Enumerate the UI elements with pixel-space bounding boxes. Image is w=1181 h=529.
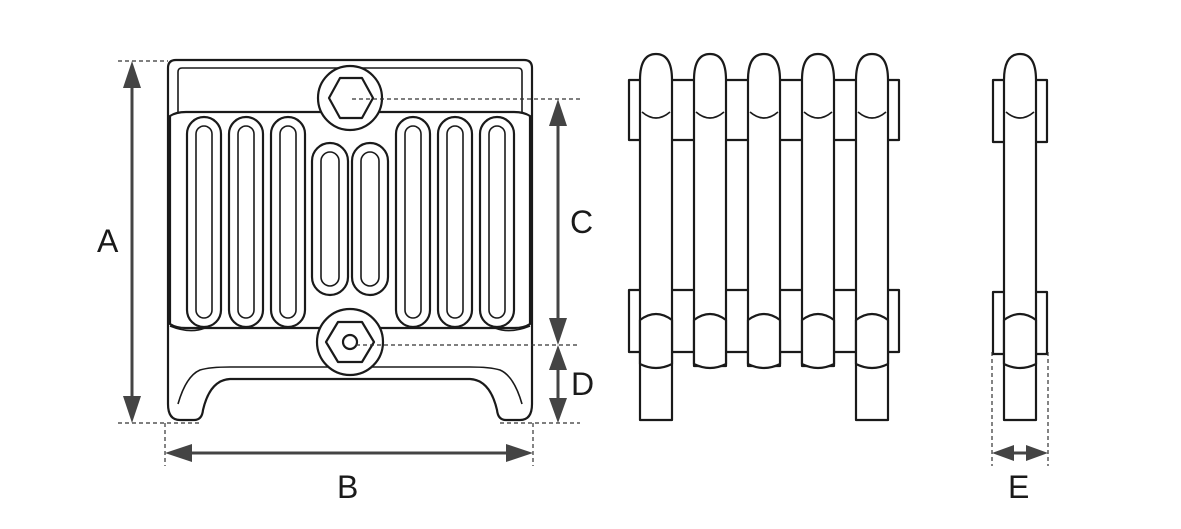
dimension-a-arrow [123, 61, 141, 423]
side-column [746, 52, 782, 370]
dimension-b-arrow [165, 444, 533, 462]
side-column [638, 52, 674, 422]
end-view [991, 52, 1049, 422]
side-column [800, 52, 836, 370]
dimension-d-arrow [549, 345, 567, 423]
label-b: B [337, 469, 358, 505]
label-e: E [1008, 469, 1029, 505]
dimension-c-arrow [549, 99, 567, 345]
front-fins [185, 115, 516, 329]
front-view [166, 58, 534, 422]
side-column [854, 52, 890, 422]
side-column [692, 52, 728, 370]
dimension-e-arrow [992, 445, 1048, 461]
front-fin-panel [168, 110, 532, 330]
label-d: D [571, 366, 594, 402]
end-dimensions [991, 352, 1049, 466]
front-dimensions [118, 60, 580, 466]
top-hex-bung-icon [316, 64, 384, 132]
bottom-valve-bung-icon [315, 307, 385, 377]
side-view [627, 52, 901, 422]
label-a: A [97, 223, 119, 259]
label-c: C [570, 204, 593, 240]
